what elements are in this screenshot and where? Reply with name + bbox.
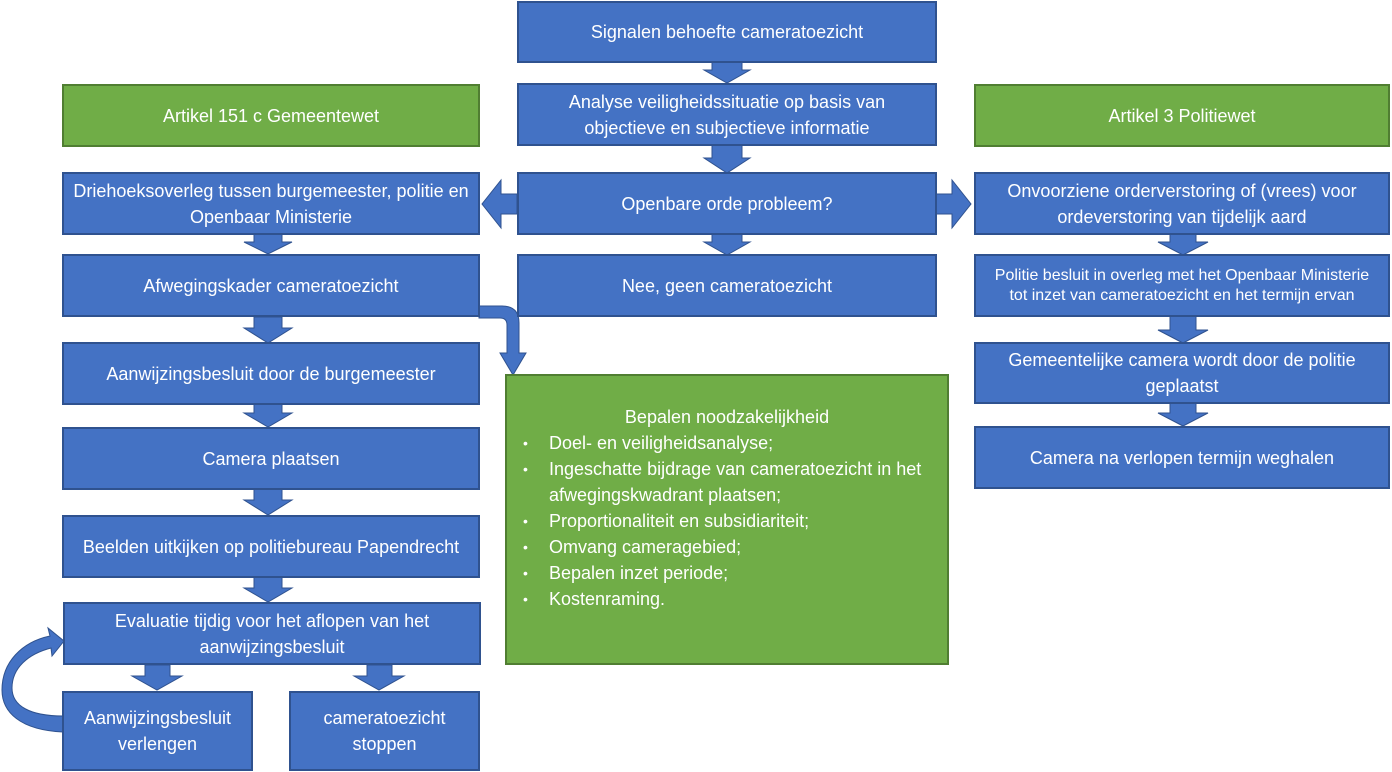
box-text: Aanwijzingsbesluit door de burgemeester (106, 363, 436, 384)
arrow-down-icon (352, 664, 406, 691)
arrow-left-icon (481, 178, 518, 230)
box-analyse: Analyse veiligheidssituatie op basis van… (517, 83, 937, 146)
arrow-down-icon (242, 576, 294, 603)
box-text: Afwegingskader cameratoezicht (143, 275, 399, 296)
arrow-down-icon (242, 403, 294, 428)
header-gemeentewet: Artikel 151 c Gemeentewet (62, 84, 480, 147)
box-text: Driehoeksoverleg tussen burgemeester, po… (73, 180, 469, 227)
arrow-down-icon (243, 233, 293, 255)
list-item: Ingeschatte bijdrage van cameratoezicht … (521, 456, 933, 508)
arrow-down-icon (702, 144, 752, 174)
box-aanwijzing: Aanwijzingsbesluit door de burgemeester (62, 342, 480, 405)
header-text: Artikel 3 Politiewet (1108, 105, 1256, 126)
box-beelden: Beelden uitkijken op politiebureau Papen… (62, 515, 480, 578)
arrow-down-icon (130, 664, 184, 691)
box-text: Onvoorziene orderverstoring of (vrees) v… (1007, 180, 1357, 227)
box-driehoek: Driehoeksoverleg tussen burgemeester, po… (62, 172, 480, 235)
box-verlengen: Aanwijzingsbesluit verlengen (62, 691, 253, 771)
box-evaluatie: Evaluatie tijdig voor het aflopen van he… (63, 602, 481, 665)
box-nee: Nee, geen cameratoezicht (517, 254, 937, 317)
box-text: Aanwijzingsbesluit verlengen (83, 708, 232, 754)
box-camera-plaatsen: Camera plaatsen (62, 427, 480, 490)
arrow-down-icon (1157, 233, 1209, 256)
box-openbare-orde: Openbare orde probleem? (517, 172, 937, 235)
box-text: Openbare orde probleem? (621, 193, 833, 214)
box-afweging: Afwegingskader cameratoezicht (62, 254, 480, 317)
box-noodzakelijkheid: Bepalen noodzakelijkheid Doel- en veilig… (505, 374, 949, 665)
box-onvoorziene: Onvoorziene orderverstoring of (vrees) v… (974, 172, 1390, 235)
box-signalen: Signalen behoefte cameratoezicht (517, 1, 937, 63)
arrow-down-icon (702, 61, 752, 84)
box-text: Gemeentelijke camera wordt door de polit… (1008, 350, 1356, 396)
header-text: Artikel 151 c Gemeentewet (162, 105, 380, 126)
arrow-down-icon (242, 316, 294, 344)
list-item: Kostenraming. (521, 586, 933, 612)
box-politie-besluit: Politie besluit in overleg met het Openb… (974, 254, 1390, 317)
box-gemeentelijke: Gemeentelijke camera wordt door de polit… (974, 342, 1390, 404)
box-text: Camera na verlopen termijn weghalen (1029, 447, 1335, 468)
arrow-right-icon (935, 178, 972, 230)
box-weghalen: Camera na verlopen termijn weghalen (974, 426, 1390, 489)
list-item: Proportionaliteit en subsidiariteit; (521, 508, 933, 534)
arrow-down-icon (1157, 402, 1209, 427)
noodzakelijkheid-title: Bepalen noodzakelijkheid (624, 407, 830, 427)
box-text: Politie besluit in overleg met het Openb… (994, 266, 1370, 304)
box-text: Camera plaatsen (202, 448, 340, 469)
list-item: Bepalen inzet periode; (521, 560, 933, 586)
arrow-down-icon (242, 488, 294, 516)
curved-arrow-icon (478, 305, 527, 376)
box-stoppen: cameratoezicht stoppen (289, 691, 480, 771)
noodzakelijkheid-list: Doel- en veiligheidsanalyse; Ingeschatte… (521, 430, 933, 612)
box-text: Evaluatie tijdig voor het aflopen van he… (114, 610, 430, 657)
header-politiewet: Artikel 3 Politiewet (974, 84, 1390, 147)
box-text: Nee, geen cameratoezicht (621, 275, 833, 296)
arrow-down-icon (702, 233, 752, 256)
box-text: Signalen behoefte cameratoezicht (590, 22, 864, 42)
loop-arrow-icon (1, 626, 65, 733)
box-text: Analyse veiligheidssituatie op basis van… (568, 91, 886, 138)
list-item: Omvang cameragebied; (521, 534, 933, 560)
box-text: cameratoezicht stoppen (323, 708, 446, 754)
list-item: Doel- en veiligheidsanalyse; (521, 430, 933, 456)
box-text: Beelden uitkijken op politiebureau Papen… (82, 536, 460, 557)
arrow-down-icon (1157, 315, 1209, 344)
